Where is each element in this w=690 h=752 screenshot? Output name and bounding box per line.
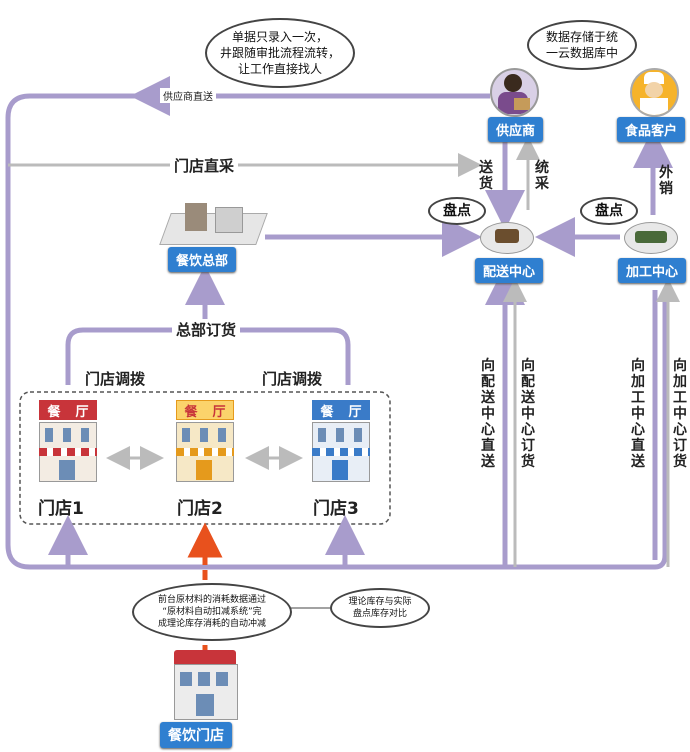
catering-store-icon xyxy=(168,650,243,720)
auto-deduction-cloud: 前台原材料的消耗数据通过“原材料自动扣减系统”完成理论库存消耗的自动冲减 xyxy=(132,583,292,641)
supplier-icon xyxy=(490,68,539,117)
to-dc-order-label: 向配送中心订货 xyxy=(521,358,535,470)
to-dc-direct-label: 向配送中心直送 xyxy=(481,358,495,470)
approval-flow-cloud: 单据只录入一次，井跟随审批流程流转，让工作直接找人 xyxy=(205,18,355,88)
processing-center-icon xyxy=(624,222,678,254)
store-direct-purchase-label: 门店直采 xyxy=(170,155,239,176)
inventory-tag-pc: 盘点 xyxy=(580,197,638,225)
hq-order-label: 总部订货 xyxy=(172,319,241,340)
to-pc-order-label: 向加工中心订货 xyxy=(673,358,687,470)
to-pc-direct-label: 向加工中心直送 xyxy=(631,358,645,470)
store-transfer-label-2: 门店调拨 xyxy=(262,370,323,388)
distribution-center-badge: 配送中心 xyxy=(475,258,544,283)
supplier-badge: 供应商 xyxy=(488,117,544,142)
store-1: 餐厅 xyxy=(35,400,101,496)
cloud-database-cloud: 数据存储于统一云数据库中 xyxy=(527,20,637,70)
catering-hq-icon xyxy=(159,203,268,245)
inventory-compare-cloud: 理论库存与实际盘点库存对比 xyxy=(330,588,430,628)
store-1-label: 门店1 xyxy=(38,499,84,519)
deliver-label: 送货 xyxy=(479,160,493,192)
catering-store-badge: 餐饮门店 xyxy=(160,722,232,748)
store-2-label: 门店2 xyxy=(177,499,223,519)
store-transfer-label-1: 门店调拨 xyxy=(85,370,146,388)
inventory-tag-dc: 盘点 xyxy=(428,197,486,225)
store-3-label: 门店3 xyxy=(313,499,359,519)
store-2: 餐厅 xyxy=(172,400,238,496)
processing-center-badge: 加工中心 xyxy=(618,258,687,283)
store-3: 餐厅 xyxy=(308,400,374,496)
distribution-center-icon xyxy=(480,222,534,254)
external-sales-label: 外销 xyxy=(659,165,673,197)
outer-loop-line xyxy=(5,93,668,570)
supplier-direct-label: 供应商直送 xyxy=(160,88,216,103)
catering-hq-badge: 餐饮总部 xyxy=(168,247,237,272)
food-customer-badge: 食品客户 xyxy=(617,117,686,142)
food-customer-icon xyxy=(630,68,679,117)
unified-purchase-label: 统采 xyxy=(535,160,549,192)
